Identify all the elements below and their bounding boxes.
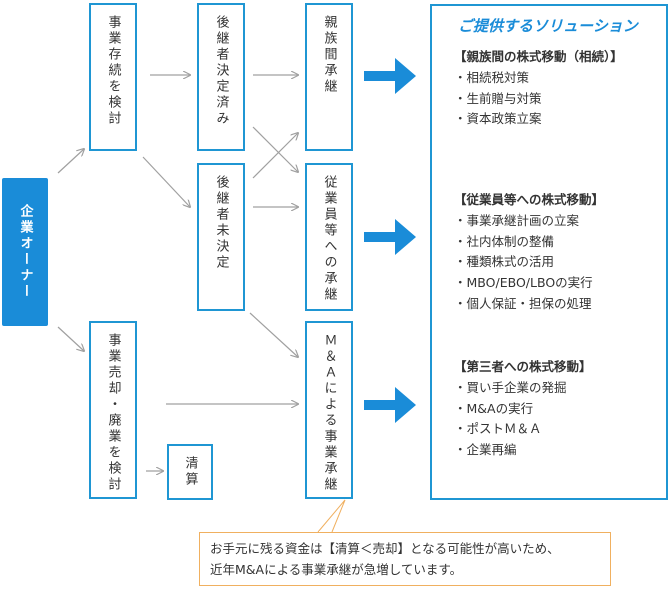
solution-group-third-party: 【第三者への株式移動】 ・買い手企業の発掘 ・M&Aの実行 ・ポストＭ＆Ａ ・企… — [454, 356, 592, 461]
decided-to-employee-arrow — [252, 126, 298, 172]
company-owner-box: 企業オーナー — [2, 178, 48, 326]
company-owner-label: 企業オーナー — [17, 204, 33, 300]
solution-group-title: 【従業員等への株式移動】 — [454, 192, 605, 207]
employee-succession-label: 従業員等への承継 — [321, 175, 337, 303]
liquidation-label: 清算 — [182, 456, 198, 488]
solutions-title: ご提供するソリューション — [458, 17, 638, 35]
solution-item: ・生前贈与対策 — [454, 90, 542, 106]
consider-succession-label: 事業存続を検討 — [105, 15, 121, 127]
owner-to-consider-arrow — [57, 149, 84, 174]
consider-sale-box: 事業売却・廃業を検討 — [89, 321, 137, 499]
undecided-to-ma-arrow — [249, 312, 298, 357]
ma-succession-box: Ｍ＆Ａによる事業承継 — [305, 321, 353, 499]
solution-item: ・種類株式の活用 — [454, 254, 555, 270]
solution-item: ・ポストＭ＆Ａ — [454, 421, 542, 437]
solution-item: ・買い手企業の発掘 — [454, 380, 567, 395]
solutions-panel: ご提供するソリューション 【親族間の株式移動（相続）】 ・相続税対策 ・生前贈与… — [430, 4, 668, 500]
consider-to-undecided-arrow — [142, 156, 190, 207]
owner-to-sale-arrow — [57, 326, 84, 351]
solution-item: ・資本政策立案 — [454, 111, 542, 127]
employee-to-solution-arrow — [364, 219, 416, 255]
solution-group-employee: 【従業員等への株式移動】 ・事業承継計画の立案 ・社内体制の整備 ・種類株式の活… — [454, 189, 604, 314]
note-pointer — [317, 499, 346, 533]
solution-item: ・M&Aの実行 — [454, 400, 534, 416]
solution-item: ・企業再編 — [454, 442, 517, 458]
ma-succession-label: Ｍ＆Ａによる事業承継 — [321, 333, 337, 493]
solution-item: ・事業承継計画の立案 — [454, 213, 580, 228]
successor-decided-label: 後継者決定済み — [213, 15, 229, 127]
ma-to-solution-arrow — [364, 387, 416, 423]
solution-group-title: 【親族間の株式移動（相続）】 — [454, 49, 623, 64]
note-callout: お手元に残る資金は【清算＜売却】となる可能性が高いため、 近年M&Aによる事業承… — [199, 532, 611, 586]
employee-succession-box: 従業員等への承継 — [305, 163, 353, 311]
solution-item: ・相続税対策 — [454, 70, 530, 85]
note-line-1: お手元に残る資金は【清算＜売却】となる可能性が高いため、 — [210, 541, 560, 556]
consider-succession-box: 事業存続を検討 — [89, 3, 137, 151]
successor-undecided-box: 後継者未決定 — [197, 163, 245, 311]
undecided-to-family-arrow — [252, 133, 298, 179]
successor-undecided-label: 後継者未決定 — [213, 175, 229, 271]
solution-item: ・個人保証・担保の処理 — [454, 295, 592, 311]
successor-decided-box: 後継者決定済み — [197, 3, 245, 151]
solution-item: ・MBO/EBO/LBOの実行 — [454, 275, 593, 291]
note-line-2: 近年M&Aによる事業承継が急増しています。 — [210, 562, 463, 577]
solution-group-family: 【親族間の株式移動（相続）】 ・相続税対策 ・生前贈与対策 ・資本政策立案 — [454, 46, 623, 130]
consider-sale-label: 事業売却・廃業を検討 — [105, 333, 121, 493]
liquidation-box: 清算 — [167, 444, 213, 500]
family-succession-box: 親族間承継 — [305, 3, 353, 151]
solution-group-title: 【第三者への株式移動】 — [454, 359, 592, 374]
family-to-solution-arrow — [364, 58, 416, 94]
family-succession-label: 親族間承継 — [321, 15, 337, 95]
solution-item: ・社内体制の整備 — [454, 233, 555, 249]
